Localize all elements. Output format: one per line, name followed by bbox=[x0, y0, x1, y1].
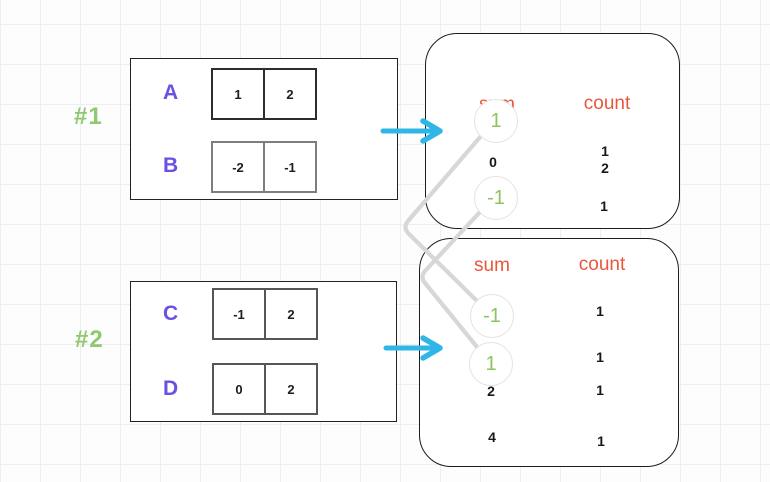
table-1-row-2-count: 1 bbox=[600, 198, 608, 214]
array-d-cell-0: 0 bbox=[212, 363, 266, 415]
group-2-box: C -1 2 D 0 2 bbox=[130, 281, 397, 422]
table-2-row-0-count: 1 bbox=[596, 303, 604, 319]
array-b-cells: -2 -1 bbox=[211, 141, 317, 193]
table-2-row-2-count: 1 bbox=[596, 382, 604, 398]
table-1-row-1-sum: 0 bbox=[489, 154, 497, 170]
array-b-cell-1: -1 bbox=[263, 141, 317, 193]
array-b-cell-0: -2 bbox=[211, 141, 265, 193]
table-1-row-0-count: 1 bbox=[601, 143, 609, 159]
array-b-label: B bbox=[163, 154, 179, 177]
group-2-tag: #2 bbox=[75, 326, 104, 353]
table-1-row-2-sum-circled: -1 bbox=[474, 176, 518, 220]
result-table-1: sum count 1 0 2 1 bbox=[425, 33, 680, 229]
array-d-cells: 0 2 bbox=[212, 363, 318, 415]
array-d-cell-1: 2 bbox=[264, 363, 318, 415]
group-1-tag: #1 bbox=[74, 103, 103, 130]
table-2-sum-header: sum bbox=[474, 255, 510, 276]
result-table-2: sum count 1 1 2 1 4 1 bbox=[419, 238, 679, 467]
array-a-cell-0: 1 bbox=[211, 68, 265, 120]
array-a-cells: 1 2 bbox=[211, 68, 317, 120]
array-c-cells: -1 2 bbox=[212, 288, 318, 340]
table-2-row-1-sum-circled: 1 bbox=[469, 342, 513, 386]
array-a-label: A bbox=[163, 81, 179, 104]
table-2-row-3-sum: 4 bbox=[488, 429, 496, 445]
array-c-cell-1: 2 bbox=[264, 288, 318, 340]
table-2-row-2-sum: 2 bbox=[487, 383, 495, 399]
table-2-row-1-count: 1 bbox=[596, 349, 604, 365]
array-c-label: C bbox=[163, 302, 179, 325]
array-d-label: D bbox=[163, 377, 179, 400]
table-2-count-header: count bbox=[578, 254, 626, 275]
table-1-row-0-sum-circled: 1 bbox=[474, 99, 518, 143]
table-1-row-1-count: 2 bbox=[601, 160, 609, 176]
array-a-cell-1: 2 bbox=[263, 68, 317, 120]
table-2-row-0-sum-circled: -1 bbox=[470, 294, 514, 338]
array-c-cell-0: -1 bbox=[212, 288, 266, 340]
group-1-box: A 1 2 B -2 -1 bbox=[130, 58, 398, 200]
table-1-count-header: count bbox=[583, 93, 631, 114]
table-2-row-3-count: 1 bbox=[597, 433, 605, 449]
